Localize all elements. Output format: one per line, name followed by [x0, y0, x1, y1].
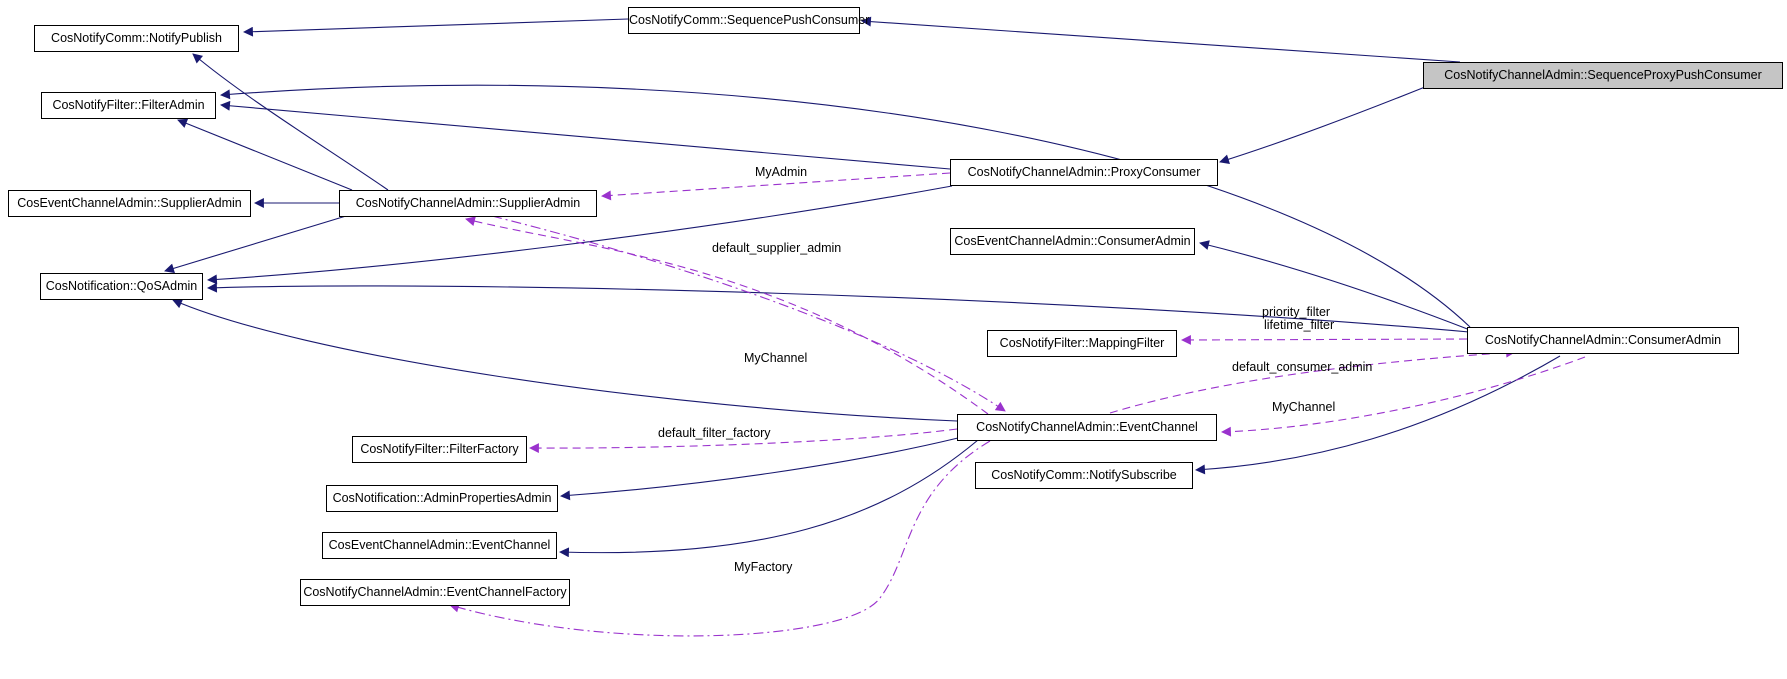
edge-eventchannel-to-filterfactory — [529, 428, 958, 454]
edge-proxyconsumer-to-supplieradmin-myadmin — [601, 172, 951, 201]
node-filter-admin[interactable]: CosNotifyFilter::FilterAdmin — [41, 92, 216, 119]
node-event-channel-factory[interactable]: CosNotifyChannelAdmin::EventChannelFacto… — [300, 579, 570, 606]
edge-eventchannel-to-adminpropertiesadmin — [560, 437, 959, 501]
node-cos-event-consumer-admin[interactable]: CosEventChannelAdmin::ConsumerAdmin — [950, 228, 1195, 255]
node-admin-properties-admin[interactable]: CosNotification::AdminPropertiesAdmin — [326, 485, 558, 512]
node-mapping-filter[interactable]: CosNotifyFilter::MappingFilter — [987, 330, 1177, 357]
edge-label-default-consumer-admin: default_consumer_admin — [1232, 360, 1373, 374]
edge-proxyconsumer-to-filteradmin — [220, 100, 951, 170]
node-event-channel[interactable]: CosNotifyChannelAdmin::EventChannel — [957, 414, 1217, 441]
node-consumer-admin[interactable]: CosNotifyChannelAdmin::ConsumerAdmin — [1467, 327, 1739, 354]
edge-consumeradmin-to-notifysubscribe — [1195, 355, 1561, 475]
edge-consumeradmin-to-eventchannel-mychannel — [1221, 356, 1586, 437]
edge-eventchannel-to-supplieradmin-defaultsupplieradmin — [465, 216, 989, 415]
edge-sppc-to-sequencepushconsumer — [861, 16, 1461, 63]
node-notify-publish[interactable]: CosNotifyComm::NotifyPublish — [34, 25, 239, 52]
node-cos-event-supplier-admin[interactable]: CosEventChannelAdmin::SupplierAdmin — [8, 190, 251, 217]
node-cos-event-event-channel[interactable]: CosEventChannelAdmin::EventChannel — [322, 532, 557, 559]
edge-supplieradmin-to-filteradmin — [177, 118, 353, 191]
edge-supplieradmin-to-qosadmin — [164, 215, 347, 274]
node-sequence-push-consumer[interactable]: CosNotifyComm::SequencePushConsumer — [628, 7, 869, 34]
edge-consumeradmin-to-filteradmin — [220, 84, 1471, 328]
edge-label-my-channel-consumer: MyChannel — [1272, 400, 1336, 414]
edge-sppc-to-proxyconsumer — [1219, 86, 1426, 165]
node-qos-admin[interactable]: CosNotification::QoSAdmin — [40, 273, 203, 300]
edge-label-my-admin: MyAdmin — [755, 165, 808, 179]
edge-label-my-factory: MyFactory — [734, 560, 793, 574]
edge-label-priority-filter: priority_filter — [1262, 305, 1331, 319]
node-supplier-admin[interactable]: CosNotifyChannelAdmin::SupplierAdmin — [339, 190, 597, 217]
edge-sequencepushconsumer-to-notifypublish — [243, 18, 629, 37]
edge-supplieradmin-to-eventchannel-mychannel — [491, 215, 1006, 412]
node-notify-subscribe[interactable]: CosNotifyComm::NotifySubscribe — [975, 462, 1193, 489]
edge-supplieradmin-to-notifypublish — [192, 53, 389, 191]
edge-eventchannel-to-qosadmin — [172, 298, 958, 422]
node-filter-factory[interactable]: CosNotifyFilter::FilterFactory — [352, 436, 527, 463]
edge-label-default-filter-factory: default_filter_factory — [658, 426, 771, 440]
edge-consumeradmin-to-coseventconsumeradmin — [1199, 240, 1471, 331]
edge-label-lifetime-filter: lifetime_filter — [1264, 318, 1335, 332]
node-sequence-proxy-push-consumer[interactable]: CosNotifyChannelAdmin::SequenceProxyPush… — [1423, 62, 1783, 89]
edge-consumeradmin-to-qosadmin — [207, 282, 1470, 333]
edge-consumeradmin-to-mappingfilter — [1181, 335, 1468, 345]
node-proxy-consumer[interactable]: CosNotifyChannelAdmin::ProxyConsumer — [950, 159, 1218, 186]
edge-eventchannel-to-coseventeventchannel — [559, 439, 979, 558]
edge-eventchannel-to-eventchannelfactory-myfactory — [449, 440, 991, 637]
edge-proxyconsumer-to-qosadmin — [207, 185, 953, 285]
edge-label-my-channel-supplier: MyChannel — [744, 351, 808, 365]
edge-label-default-supplier-admin: default_supplier_admin — [712, 241, 842, 255]
edge-eventchannel-to-consumeradmin-defaultconsumeradmin — [1109, 347, 1516, 414]
